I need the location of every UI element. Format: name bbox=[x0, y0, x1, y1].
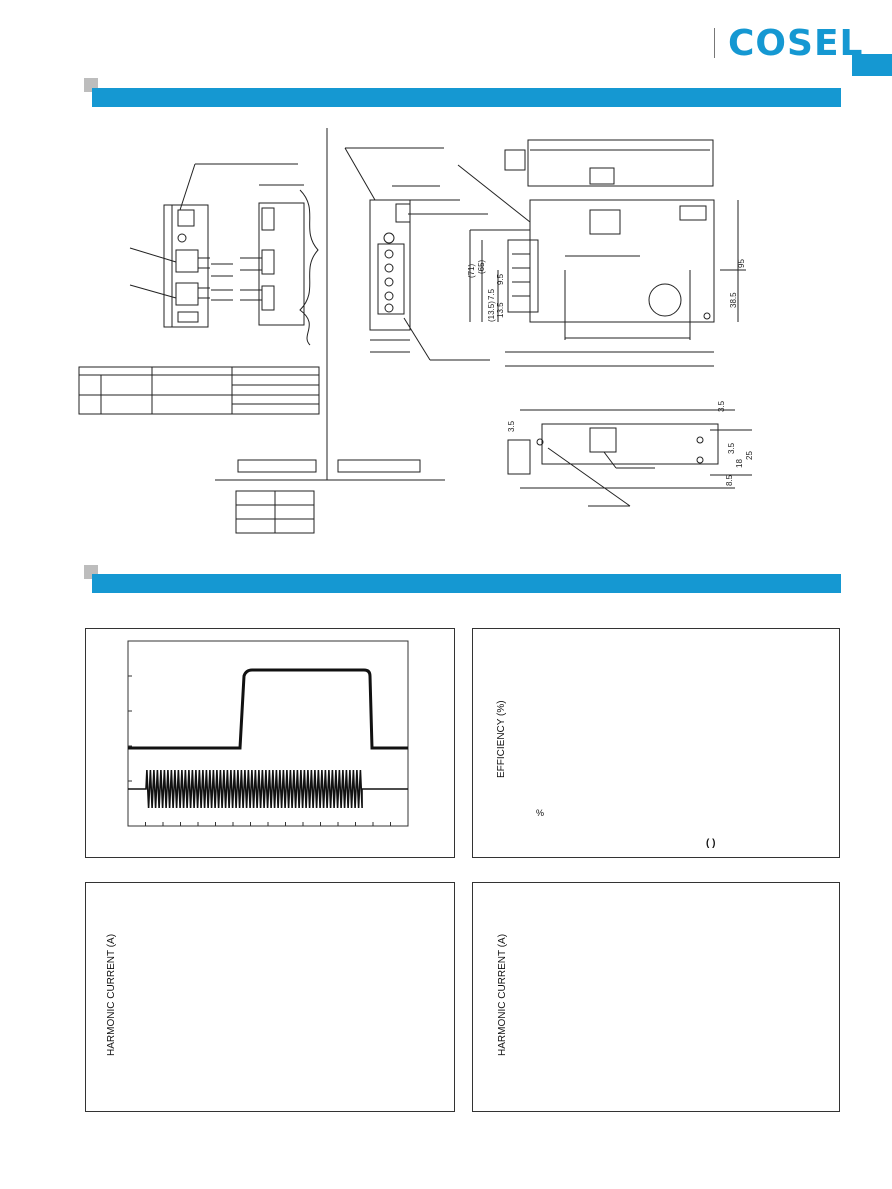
svg-text:38.5: 38.5 bbox=[729, 292, 738, 308]
svg-text:(13.5): (13.5) bbox=[487, 301, 496, 322]
harmonic-2-ylabel: HARMONIC CURRENT (A) bbox=[497, 933, 508, 1056]
efficiency-x-unit: ( ) bbox=[706, 838, 716, 849]
svg-text:95: 95 bbox=[737, 259, 746, 268]
harmonic-panel-2 bbox=[472, 882, 840, 1112]
harmonic-panel-1 bbox=[85, 882, 455, 1112]
waveform-series-upper bbox=[128, 668, 408, 750]
side-tab bbox=[852, 54, 892, 76]
svg-text:3.5: 3.5 bbox=[727, 442, 736, 454]
svg-text:25: 25 bbox=[745, 451, 754, 460]
svg-text:18: 18 bbox=[735, 459, 744, 468]
cosel-logo: COSEL bbox=[728, 23, 864, 64]
efficiency-ylabel: EFFICIENCY (%) bbox=[496, 700, 507, 778]
svg-text:3.5: 3.5 bbox=[717, 400, 726, 412]
svg-text:13.5: 13.5 bbox=[496, 302, 505, 318]
efficiency-panel bbox=[472, 628, 840, 858]
svg-text:3.5: 3.5 bbox=[507, 420, 516, 432]
harmonic-1-ylabel: HARMONIC CURRENT (A) bbox=[106, 933, 117, 1056]
section-bar-2 bbox=[92, 574, 841, 593]
svg-text:7.5: 7.5 bbox=[487, 288, 496, 300]
section-bar-1 bbox=[92, 88, 841, 107]
waveform-panel bbox=[85, 628, 455, 858]
svg-text:9.5: 9.5 bbox=[496, 273, 505, 285]
technical-drawings: (71) (65) (13.5) 7.5 9.5 13.5 95 38.5 3.… bbox=[78, 128, 754, 534]
logo-divider bbox=[714, 28, 715, 58]
svg-text:(65): (65) bbox=[477, 259, 486, 274]
svg-text:(71): (71) bbox=[467, 263, 476, 278]
waveform-series-lower bbox=[128, 769, 408, 809]
svg-text:8.5: 8.5 bbox=[725, 474, 734, 486]
efficiency-y-marker: % bbox=[536, 808, 545, 818]
